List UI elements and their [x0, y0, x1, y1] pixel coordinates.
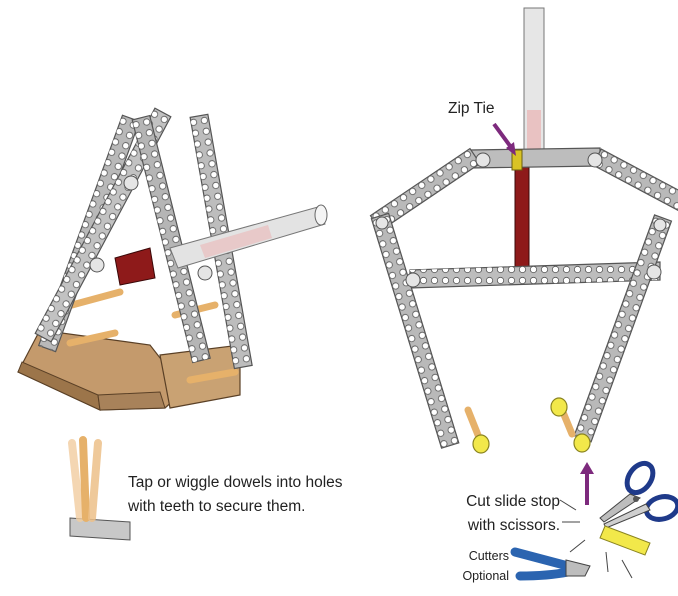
catapult-side-view [17, 107, 328, 411]
cut-caption-line: Cut slide stop [466, 493, 560, 510]
zip-tie-label: Zip Tie [448, 100, 495, 117]
slide-stop [472, 434, 490, 454]
dowel-caption-line: Tap or wiggle dowels into holes [128, 474, 343, 491]
screws [89, 175, 213, 281]
dowel-instruction-caption: Tap or wiggle dowels into holes with tee… [128, 471, 388, 519]
cutters-label-line: Cutters [468, 549, 509, 563]
zip-tie [511, 149, 523, 171]
cutters-optional-label: Cutters Optional [447, 546, 509, 586]
wire-cutters-icon [510, 547, 591, 581]
cut-caption-line: with scissors. [467, 517, 560, 534]
dowel-caption-line: with teeth to secure them. [128, 498, 306, 515]
cut-instruction-caption: Cut slide stop with scissors. [440, 490, 560, 538]
slide-stop [573, 433, 591, 453]
cutters-label-line: Optional [462, 569, 509, 583]
arrow-icon [492, 122, 516, 156]
cut-stop-piece [559, 499, 651, 579]
scissors-icon [599, 460, 678, 529]
launch-tube [169, 204, 328, 269]
frame-beams [34, 107, 253, 370]
launcher-block [114, 247, 156, 286]
arrow-icon [580, 462, 594, 505]
dowel-icon [68, 436, 131, 541]
catapult-front-view [369, 7, 678, 454]
